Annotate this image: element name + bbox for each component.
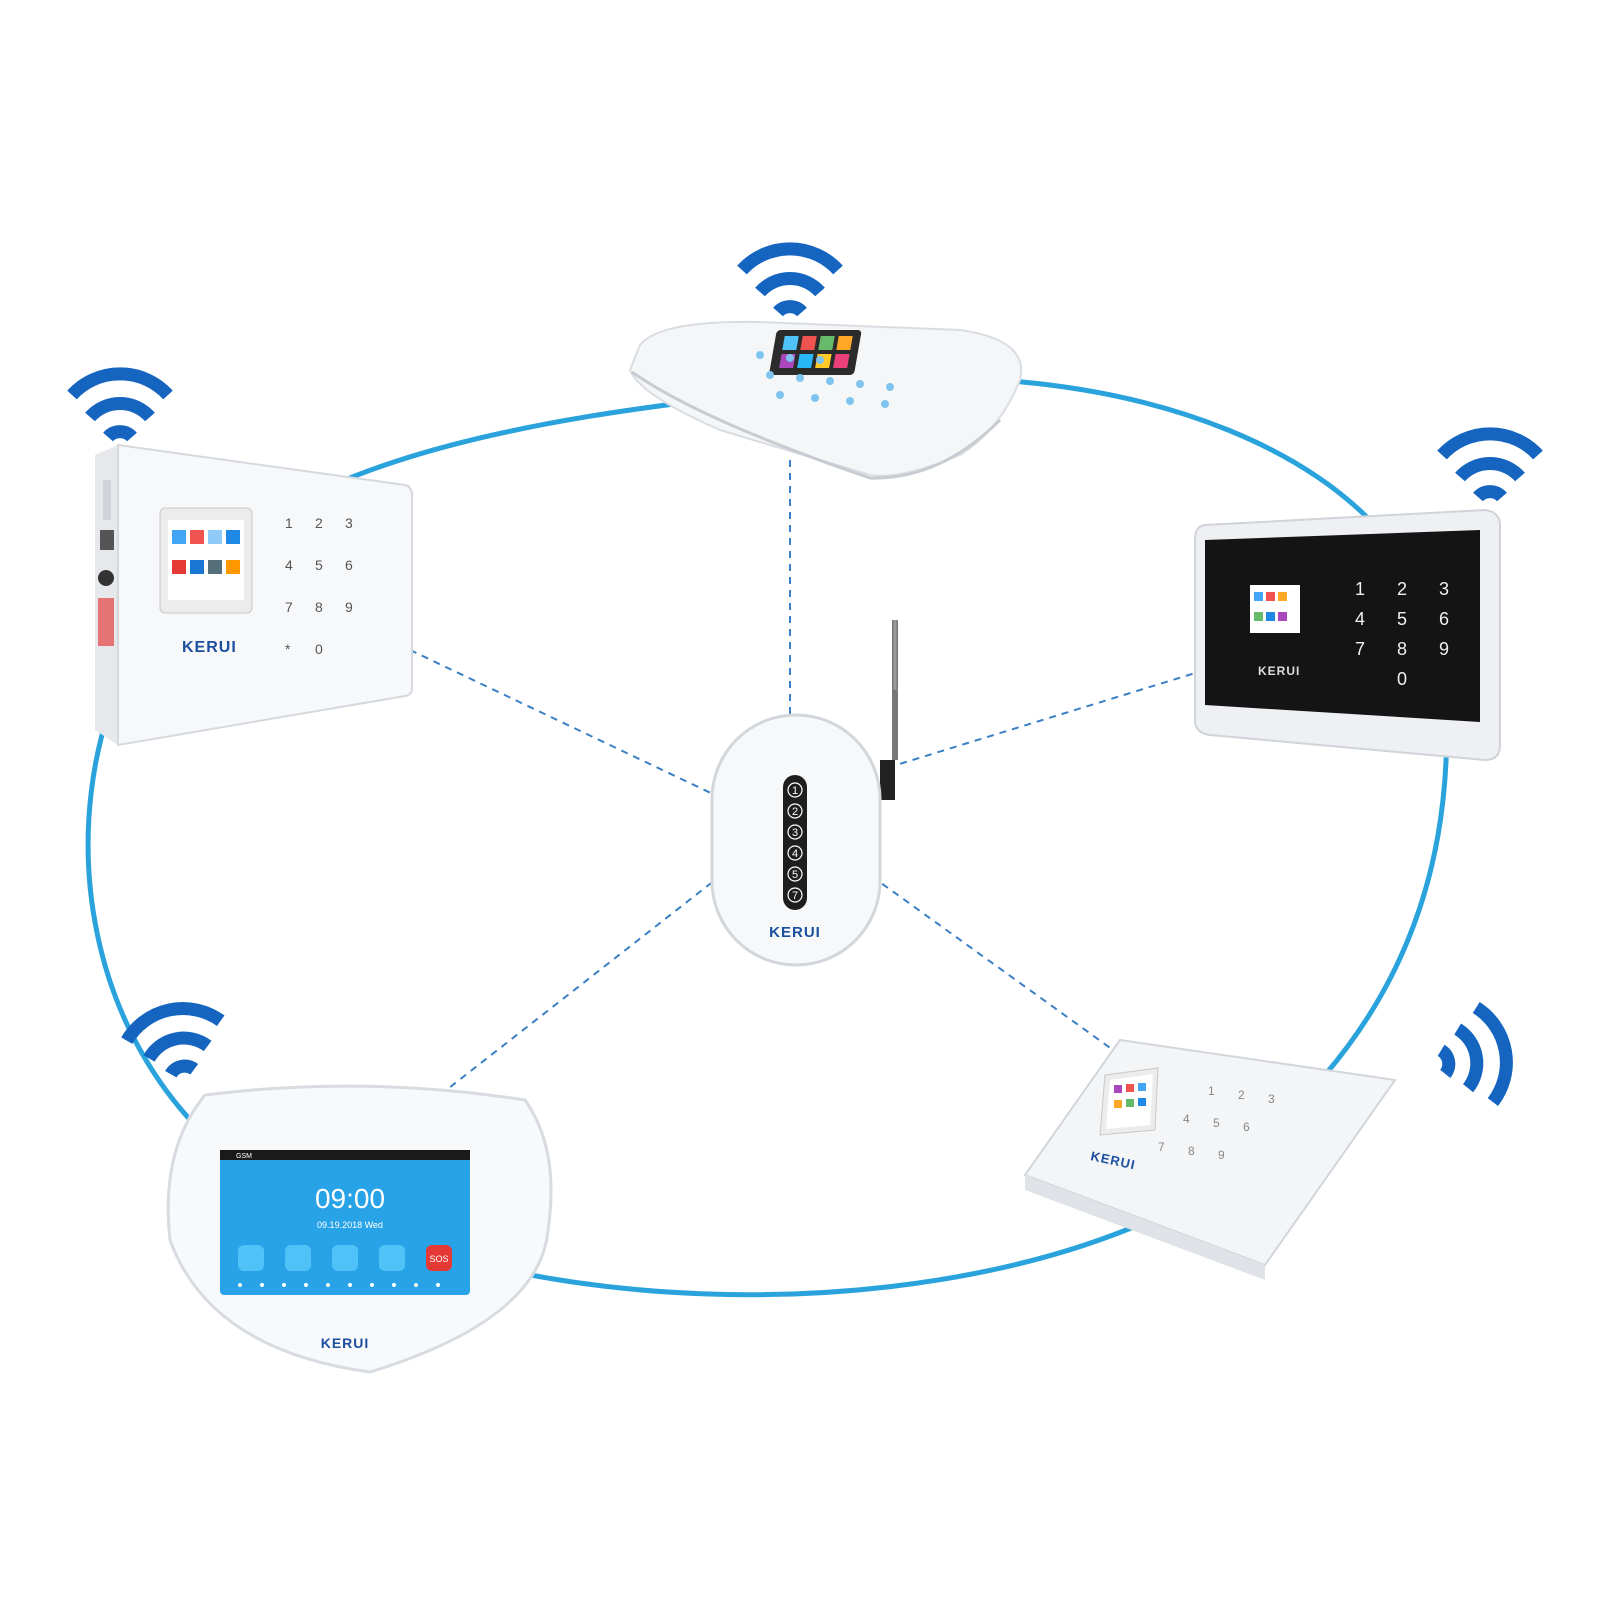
repeater-button-strip <box>783 775 807 910</box>
left-panel-keypad: 1 2 3 4 5 6 7 8 9 * 0 <box>285 515 353 657</box>
repeater-button-label: 5 <box>792 869 798 881</box>
right-keypad-key: 7 <box>1158 1140 1165 1154</box>
left-keypad-key: 1 <box>285 515 293 531</box>
left-keypad-key: 0 <box>315 641 323 657</box>
touch-alarm-panel: GSM 09:00 09.19.2018 Wed SOS KERUI <box>166 1084 553 1374</box>
touch-panel-brand: KERUI <box>321 1335 370 1351</box>
repeater-button-ring <box>787 824 803 840</box>
touch-status: GSM <box>236 1153 252 1160</box>
black-panel-keypad: 1 2 3 4 5 6 7 8 9 0 <box>1355 579 1449 689</box>
left-keypad-key: 4 <box>285 557 293 573</box>
right-keypad-key: 9 <box>1218 1148 1225 1162</box>
black-keypad-key: 2 <box>1397 579 1407 599</box>
home-icon <box>332 1245 358 1271</box>
touch-screen <box>220 1150 470 1295</box>
left-panel-brand: KERUI <box>182 639 237 656</box>
right-keypad-key: 2 <box>1238 1088 1245 1102</box>
left-alarm-panel: KERUI 1 2 3 4 5 6 7 8 9 * 0 <box>95 443 413 747</box>
right-keypad-key: 3 <box>1268 1092 1275 1106</box>
sos-label: SOS <box>429 1254 448 1264</box>
center-repeater: 1 2 3 4 5 7 KERUI <box>710 620 898 967</box>
left-keypad-key: 2 <box>315 515 323 531</box>
top-alarm-hub <box>628 320 1023 480</box>
link-right <box>879 669 1206 771</box>
apps-icon <box>379 1245 405 1271</box>
left-keypad-key: * <box>285 641 291 657</box>
repeater-brand: KERUI <box>769 924 821 941</box>
repeater-button-ring <box>787 887 803 903</box>
black-keypad-key: 7 <box>1355 639 1365 659</box>
wifi-icon <box>121 1002 225 1078</box>
repeater-button-ring <box>787 845 803 861</box>
repeater-button-ring <box>787 782 803 798</box>
dashed-links <box>409 460 1206 1096</box>
left-keypad-key: 6 <box>345 557 353 573</box>
black-keypad-key: 3 <box>1439 579 1449 599</box>
left-keypad-key: 8 <box>315 599 323 615</box>
left-keypad-key: 3 <box>345 515 353 531</box>
wifi-icon <box>737 242 843 317</box>
black-keypad-key: 0 <box>1397 669 1407 689</box>
left-keypad-key: 9 <box>345 599 353 615</box>
right-keypad-key: 5 <box>1213 1116 1220 1130</box>
black-keypad-key: 5 <box>1397 609 1407 629</box>
repeater-button-ring <box>787 866 803 882</box>
hub-keypad-dots <box>756 351 894 408</box>
left-screen-icons <box>172 530 240 574</box>
lock-icon <box>238 1245 264 1271</box>
black-keypad-key: 6 <box>1439 609 1449 629</box>
right-keypad-key: 8 <box>1188 1144 1195 1158</box>
right-keypad-key: 6 <box>1243 1120 1250 1134</box>
sos-icon <box>426 1245 452 1271</box>
unlock-icon <box>285 1245 311 1271</box>
touch-date: 09.19.2018 Wed <box>317 1220 383 1230</box>
touch-home-buttons: SOS <box>238 1245 452 1271</box>
right-panel-keypad: 1 2 3 4 5 6 7 8 9 <box>1158 1084 1275 1162</box>
black-keypad-key: 4 <box>1355 609 1365 629</box>
repeater-button-label: 4 <box>792 848 798 860</box>
black-panel-brand: KERUI <box>1258 664 1300 678</box>
black-keypad-key: 9 <box>1439 639 1449 659</box>
right-keypad-key: 4 <box>1183 1112 1190 1126</box>
repeater-button-ring <box>787 803 803 819</box>
right-keypad-key: 1 <box>1208 1084 1215 1098</box>
left-keypad-key: 5 <box>315 557 323 573</box>
repeater-button-label: 3 <box>792 827 798 839</box>
right-black-panel: KERUI 1 2 3 4 5 6 7 8 9 0 <box>1194 508 1501 762</box>
repeater-button-label: 2 <box>792 806 798 818</box>
black-keypad-key: 8 <box>1397 639 1407 659</box>
link-bottom-left <box>439 879 716 1096</box>
left-keypad-key: 7 <box>285 599 293 615</box>
touch-time: 09:00 <box>315 1183 385 1214</box>
wifi-icon <box>1437 1002 1513 1107</box>
black-keypad-key: 1 <box>1355 579 1365 599</box>
repeater-button-label: 7 <box>792 890 798 902</box>
repeater-button-label: 1 <box>792 785 798 797</box>
wifi-icon <box>67 367 173 442</box>
link-left <box>409 649 716 796</box>
repeater-buttons: 1 2 3 4 5 7 <box>787 782 803 903</box>
link-bottom-right <box>869 874 1121 1056</box>
wifi-icon <box>1437 427 1543 502</box>
